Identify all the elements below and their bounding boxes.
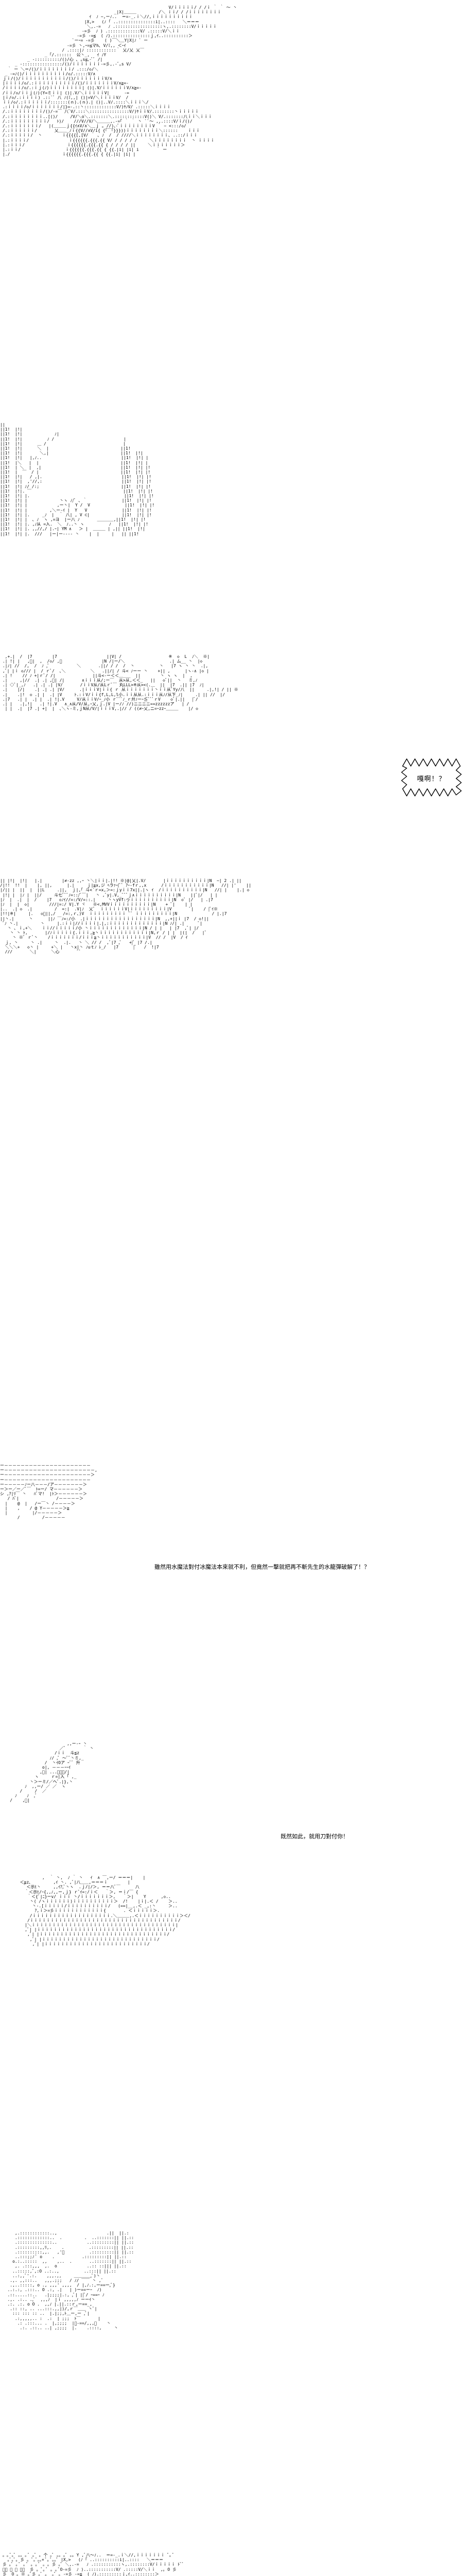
aa-panel-kimono-girl-closeup: V/ｉｉｉｉｉ/ / /ｉ ｀ ｀ ～ 丶 _|X|＿＿＿ /＼ ｉｉ/ / /… <box>2 5 237 157</box>
aa-panel-kakashi-reply-scene: ,,ー‐ｰ 丶 ／ﾞ ｀ 丶 /ｉｉ 斗≦z ﾉ/ ,ﾞ ～ﾞﾞ丶ミ,_ / 丶… <box>10 1741 94 1803</box>
shout-bubble: 嘎啊！？ <box>397 755 465 801</box>
aa-panel-haku-mirror-dissolve: ,.::::::::::::.., .|| ||.: .::::::::::::… <box>7 2231 134 2331</box>
shout-bubble-outline <box>401 758 462 796</box>
narration-line-2: 既然如此，就用刀對付你！ <box>281 1833 349 1840</box>
aa-panel-underwater-kimono-girl-bubbles: 。｡ ﾟ｡ﾟ ｡｡ ｡ ﾟ ｡ﾟ ｡ 个 ｡ﾟ ｡｡ ｡ﾟ ｡｡ Y ,ﾞ八～ﾉ… <box>0 2553 184 2576</box>
aa-panel-ice-mirror-attack-wide: ,+.| / |7 |7 ||V| / ※ ◇ L ﾉ＼ ※| .| !| | … <box>2 654 238 711</box>
shout-bubble-text: 嘎啊！？ <box>416 775 446 783</box>
narration-line-1: 雖然用水魔法對付冰魔法本來就不利，但竟然一擊就把再不斬先生的水龍彈破解了！？ <box>154 1564 370 1570</box>
aa-panel-kunai-and-mirror-crowd: , ｀ 丶, ﾉ ｀ 丶 ｲ ∧ ￣,ー/ ＝＝＝| | ＜≧z､ ,ｲ 丶. … <box>20 1875 190 1946</box>
aa-panel-splash-water-burst: || |!| |!| |.| |≠-zz ,,ｰ 丶＼|ｉｉ|.|!! ※|@|… <box>0 878 251 955</box>
aa-panel-narration-ice-vs-water: ー－－－－－－－－－－－－－－－－－－－－－ ー－－－－－－－－－－－－－－－－… <box>0 1463 97 1520</box>
aa-panel-zabuza-silhouette-with-pillars: || ||1! |!| ||1! |!| ﾉ| ||1! |!| ﾉ / | |… <box>0 422 155 536</box>
